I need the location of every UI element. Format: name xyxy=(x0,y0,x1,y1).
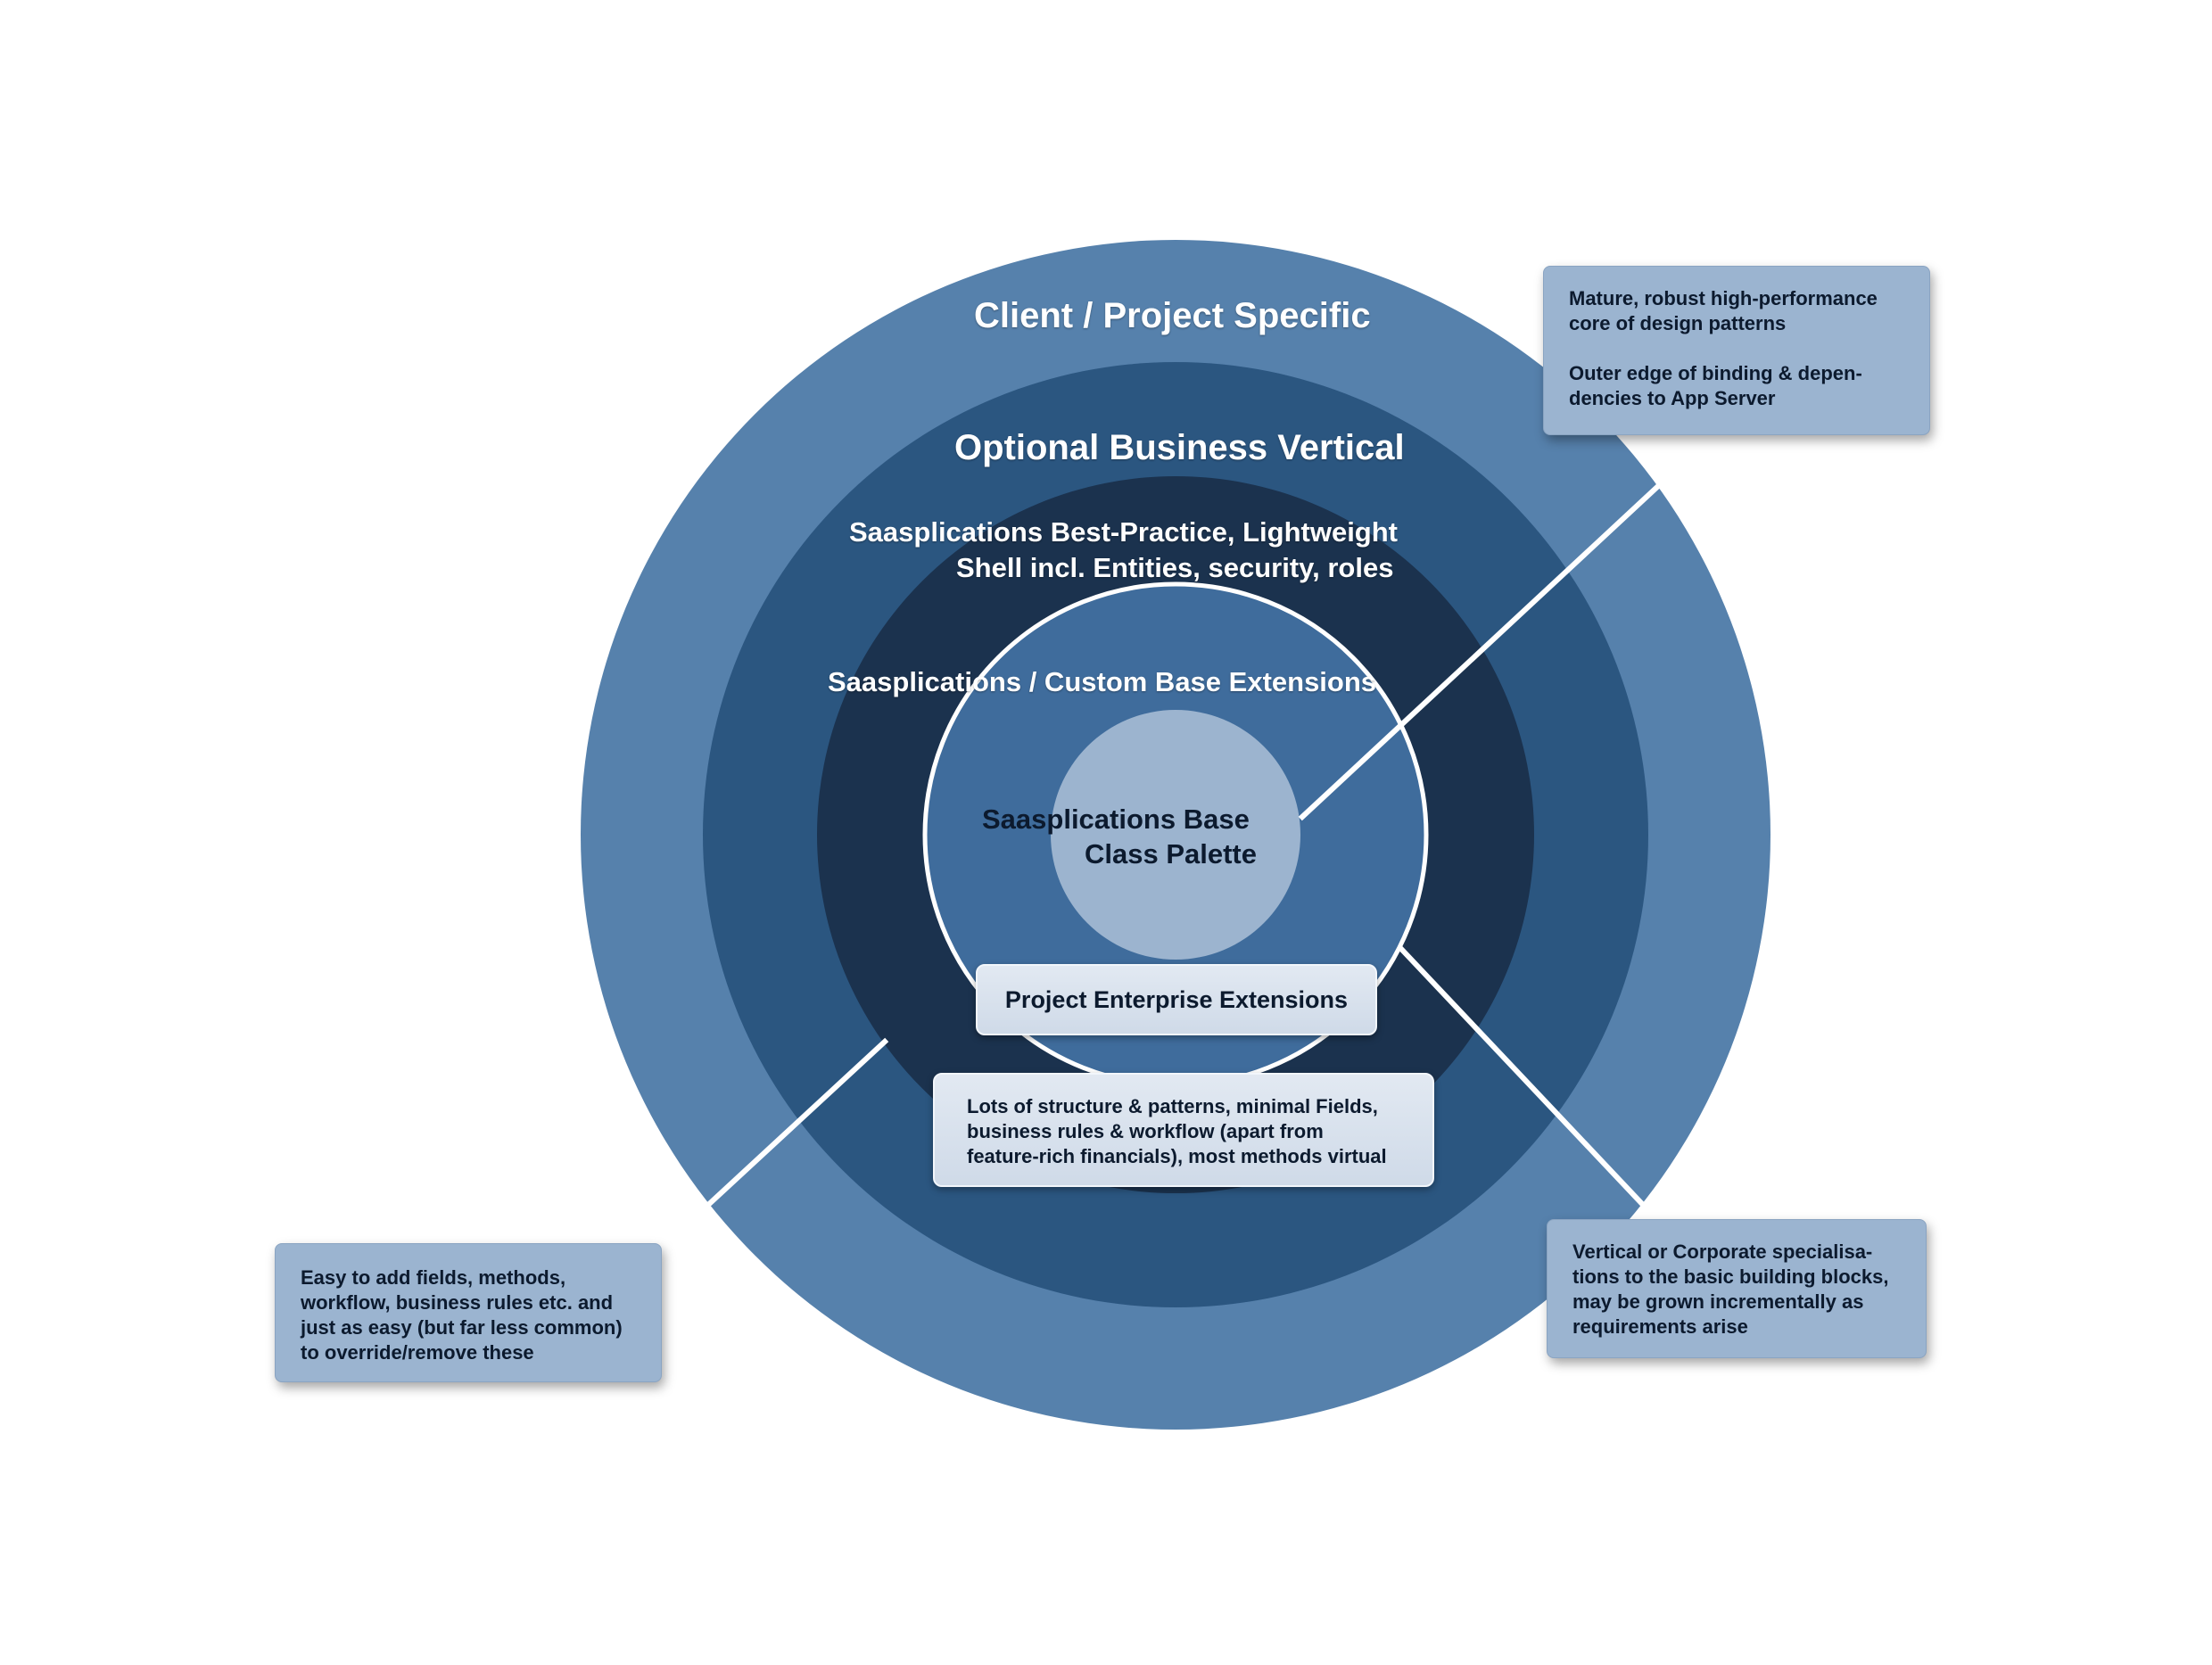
structure-note-line: feature-rich financials), most methods v… xyxy=(967,1145,1387,1167)
callout-bottom-left: Easy to add fields, methods, workflow, b… xyxy=(275,1243,662,1382)
label-custom-base-extensions: Saasplications / Custom Base Extensions xyxy=(828,666,1377,697)
callout-line: requirements arise xyxy=(1572,1315,1748,1338)
callout-line: core of design patterns xyxy=(1569,312,1787,334)
callout-line: just as easy (but far less common) xyxy=(301,1316,623,1339)
callout-line: Mature, robust high-performance xyxy=(1569,287,1878,309)
callout-line: may be grown incrementally as xyxy=(1572,1290,1864,1313)
callout-line: Easy to add fields, methods, xyxy=(301,1266,566,1289)
label-optional-business-vertical: Optional Business Vertical xyxy=(954,428,1405,467)
label-core-line2: Class Palette xyxy=(1085,838,1257,870)
callout-top-right-para1: Mature, robust high-performance core of … xyxy=(1569,286,1904,336)
callout-line: workflow, business rules etc. and xyxy=(301,1291,614,1314)
connector-line-bottom-left xyxy=(704,1037,889,1209)
callout-line: tions to the basic building blocks, xyxy=(1572,1265,1889,1288)
structure-note-box: Lots of structure & patterns, minimal Fi… xyxy=(933,1073,1434,1187)
callout-line: Vertical or Corporate specialisa- xyxy=(1572,1241,1873,1263)
callout-bottom-right: Vertical or Corporate specialisa- tions … xyxy=(1547,1219,1927,1358)
label-core-line1: Saasplications Base xyxy=(982,804,1250,835)
label-shell-brand: Saasplications xyxy=(849,516,1044,548)
structure-note-line: business rules & workflow (apart from xyxy=(967,1120,1324,1142)
callout-line: to override/remove these xyxy=(301,1341,534,1364)
connector-line-top-right-tail xyxy=(1655,441,1707,490)
callout-top-right: Mature, robust high-performance core of … xyxy=(1543,266,1930,435)
core-base-class-palette xyxy=(1051,710,1300,960)
label-client-project-specific: Client / Project Specific xyxy=(974,296,1371,335)
label-best-practice-shell: Saasplications Best-Practice, Lightweigh… xyxy=(849,515,1398,548)
label-shell-line1: Best-Practice, Lightweight xyxy=(1050,516,1399,548)
project-enterprise-extensions-label: Project Enterprise Extensions xyxy=(1004,986,1349,1013)
structure-note-line: Lots of structure & patterns, minimal Fi… xyxy=(967,1095,1378,1117)
label-shell-line2: Shell incl. Entities, security, roles xyxy=(956,552,1394,583)
callout-line: Outer edge of binding & depen- xyxy=(1569,362,1862,384)
connector-line-top-right xyxy=(1298,483,1661,821)
callout-line: dencies to App Server xyxy=(1569,387,1776,409)
callout-top-right-para2: Outer edge of binding & depen- dencies t… xyxy=(1569,361,1904,411)
connector-line-bottom-right xyxy=(1397,944,1648,1210)
connector-line-bottom-left-tail xyxy=(658,1234,676,1252)
project-enterprise-extensions-box: Project Enterprise Extensions xyxy=(976,964,1377,1035)
